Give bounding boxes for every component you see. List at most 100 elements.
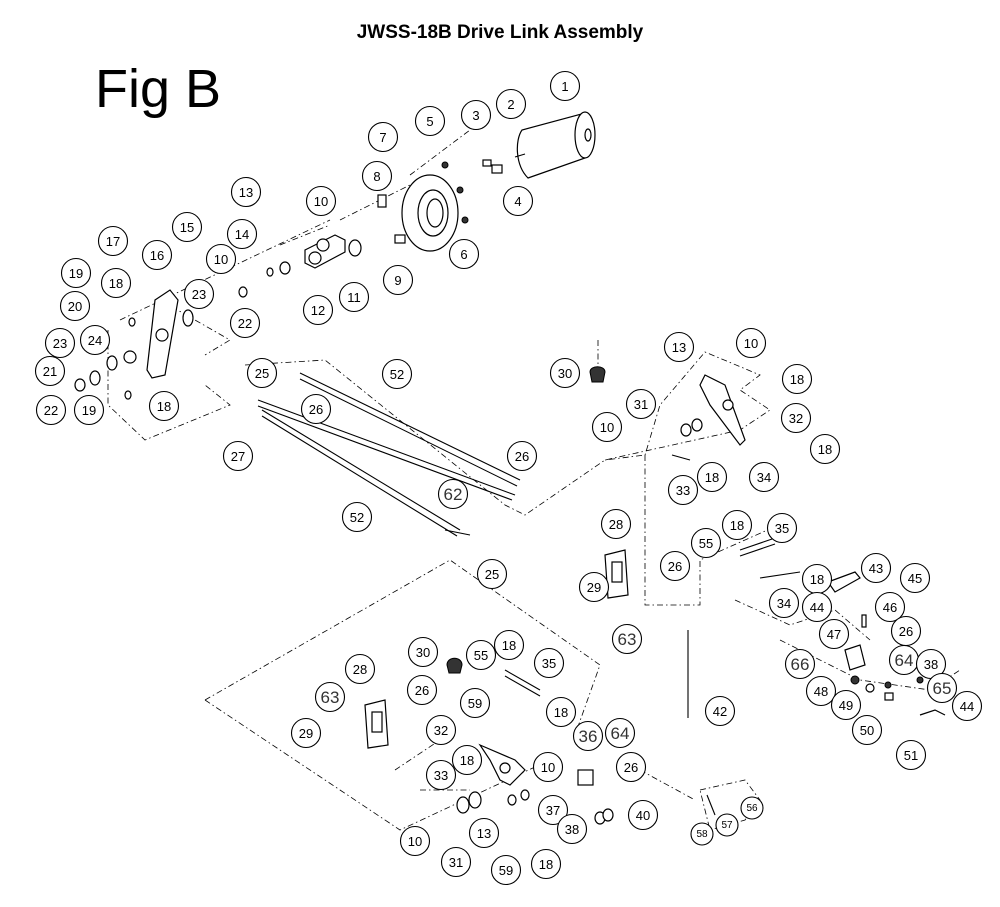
drive-link-bars: [257, 372, 521, 537]
callout-circle: [302, 294, 334, 326]
callout-circle: [715, 813, 739, 837]
callout-number: 65: [933, 679, 952, 698]
callout-number: 36: [579, 727, 598, 746]
callout-circle: [382, 264, 414, 296]
callout-12: 12: [302, 294, 334, 326]
callout-circle: [926, 672, 958, 704]
callout-number: 13: [239, 185, 253, 200]
callout-5: 5: [414, 105, 446, 137]
callout-number: 26: [309, 402, 323, 417]
callout-30: 30: [549, 357, 581, 389]
callout-circle: [690, 527, 722, 559]
callout-circle: [246, 357, 278, 389]
callout-circle: [809, 433, 841, 465]
callout-10: 10: [305, 185, 337, 217]
callout-circle: [230, 176, 262, 208]
callout-number: 26: [515, 449, 529, 464]
callout-55: 55: [690, 527, 722, 559]
callout-number: 26: [415, 683, 429, 698]
callout-number: 17: [106, 234, 120, 249]
drive-motor: [514, 111, 596, 179]
callout-circle: [572, 720, 604, 752]
callout-circle: [805, 675, 837, 707]
callout-13: 13: [230, 176, 262, 208]
callout-number: 22: [44, 403, 58, 418]
callout-number: 34: [757, 470, 771, 485]
callout-number: 18: [539, 857, 553, 872]
callout-24: 24: [79, 324, 111, 356]
callout-circle: [468, 817, 500, 849]
callout-number: 44: [960, 699, 974, 714]
callout-18: 18: [100, 267, 132, 299]
callout-circle: [604, 717, 636, 749]
callout-number: 56: [746, 803, 758, 814]
motor-mount-plate: [401, 174, 459, 252]
callout-circle: [549, 70, 581, 102]
callout-34: 34: [768, 587, 800, 619]
callout-circle: [171, 211, 203, 243]
callout-number: 32: [789, 411, 803, 426]
callout-43: 43: [860, 552, 892, 584]
callout-number: 18: [157, 399, 171, 414]
callout-10: 10: [399, 825, 431, 857]
callout-14: 14: [226, 218, 258, 250]
callout-number: 35: [775, 521, 789, 536]
callout-number: 59: [468, 696, 482, 711]
callout-63: 63: [611, 623, 643, 655]
callout-13: 13: [663, 331, 695, 363]
callout-38: 38: [556, 813, 588, 845]
callout-circle: [625, 388, 657, 420]
callout-circle: [780, 402, 812, 434]
callout-32: 32: [425, 714, 457, 746]
callout-46: 46: [874, 591, 906, 623]
callout-number: 7: [379, 130, 386, 145]
callout-circle: [35, 394, 67, 426]
callout-circle: [951, 690, 983, 722]
callout-number: 19: [82, 403, 96, 418]
callout-18: 18: [530, 848, 562, 880]
callout-18: 18: [721, 509, 753, 541]
callout-4: 4: [502, 185, 534, 217]
callout-circle: [148, 390, 180, 422]
callout-number: 55: [699, 536, 713, 551]
callout-number: 23: [192, 287, 206, 302]
callout-45: 45: [899, 562, 931, 594]
callout-number: 12: [311, 303, 325, 318]
callout-number: 18: [460, 753, 474, 768]
callout-number: 42: [713, 704, 727, 719]
callout-number: 23: [53, 336, 67, 351]
page-title: JWSS-18B Drive Link Assembly: [356, 22, 644, 43]
callout-circle: [611, 623, 643, 655]
callout-circle: [490, 854, 522, 886]
callout-circle: [97, 225, 129, 257]
callout-number: 19: [69, 266, 83, 281]
callout-circle: [338, 281, 370, 313]
callout-number: 55: [474, 648, 488, 663]
callout-circle: [59, 290, 91, 322]
callout-number: 13: [672, 340, 686, 355]
callout-19: 19: [73, 394, 105, 426]
callout-number: 18: [790, 372, 804, 387]
callout-circle: [506, 440, 538, 472]
callout-17: 17: [97, 225, 129, 257]
callout-number: 52: [390, 367, 404, 382]
callout-35: 35: [533, 647, 565, 679]
callout-number: 52: [350, 510, 364, 525]
callout-59: 59: [459, 687, 491, 719]
callout-35: 35: [766, 512, 798, 544]
callout-circle: [899, 562, 931, 594]
callout-number: 63: [321, 688, 340, 707]
callout-circle: [537, 794, 569, 826]
callout-number: 15: [180, 220, 194, 235]
callout-circle: [100, 267, 132, 299]
callout-number: 20: [68, 299, 82, 314]
callout-20: 20: [59, 290, 91, 322]
callout-circle: [425, 714, 457, 746]
callout-66: 66: [784, 648, 816, 680]
callout-circle: [549, 357, 581, 389]
callout-number: 31: [634, 397, 648, 412]
callout-circle: [690, 822, 714, 846]
callout-49: 49: [830, 689, 862, 721]
figure-label: Fig B: [95, 59, 222, 119]
callout-circle: [425, 759, 457, 791]
